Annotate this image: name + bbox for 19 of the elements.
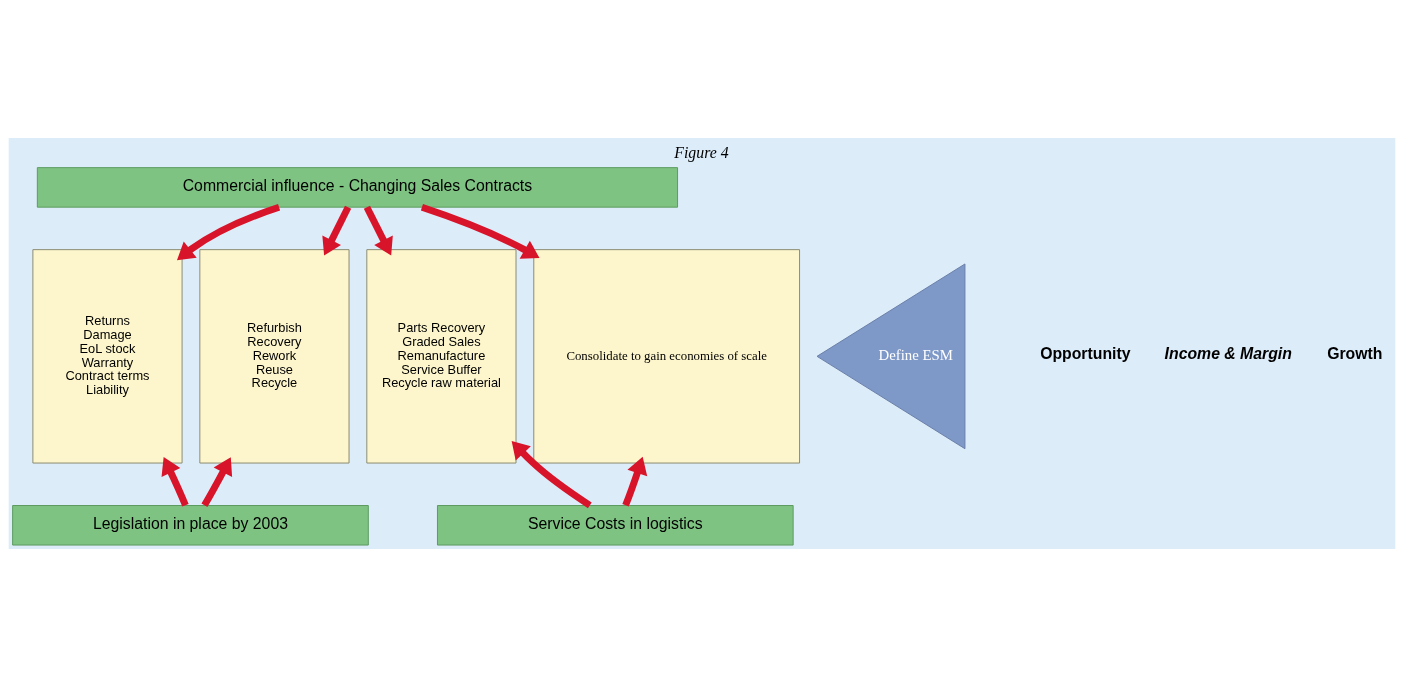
label: Income & Margin: [1164, 344, 1292, 362]
arrow: [511, 440, 592, 508]
node-box: Parts Recovery Graded Sales Remanufacture Service Buffer Recycle raw material: [366, 248, 517, 464]
node-box: Legislation in place by 2003: [12, 504, 369, 546]
node-box: Returns Damage EoL stock Warranty Contract terms Liability: [32, 248, 183, 464]
node-box: Commercial influence - Changing Sales Contracts: [36, 166, 679, 208]
diagram-title: Figure 4: [674, 143, 729, 161]
arrow: [420, 203, 540, 259]
arrow: [201, 456, 233, 507]
arrow: [363, 205, 393, 255]
arrow: [176, 203, 281, 260]
arrow: [322, 205, 352, 255]
label: Growth: [1327, 344, 1383, 362]
node-box: Service Costs in logistics: [436, 504, 794, 546]
arrow: [161, 456, 189, 507]
node-box: Refurbish Recovery Rework Reuse Recycle: [199, 248, 350, 464]
node-box: Consolidate to gain economies of scale: [533, 248, 801, 464]
label: Opportunity: [1040, 344, 1131, 362]
arrow: [622, 456, 648, 507]
